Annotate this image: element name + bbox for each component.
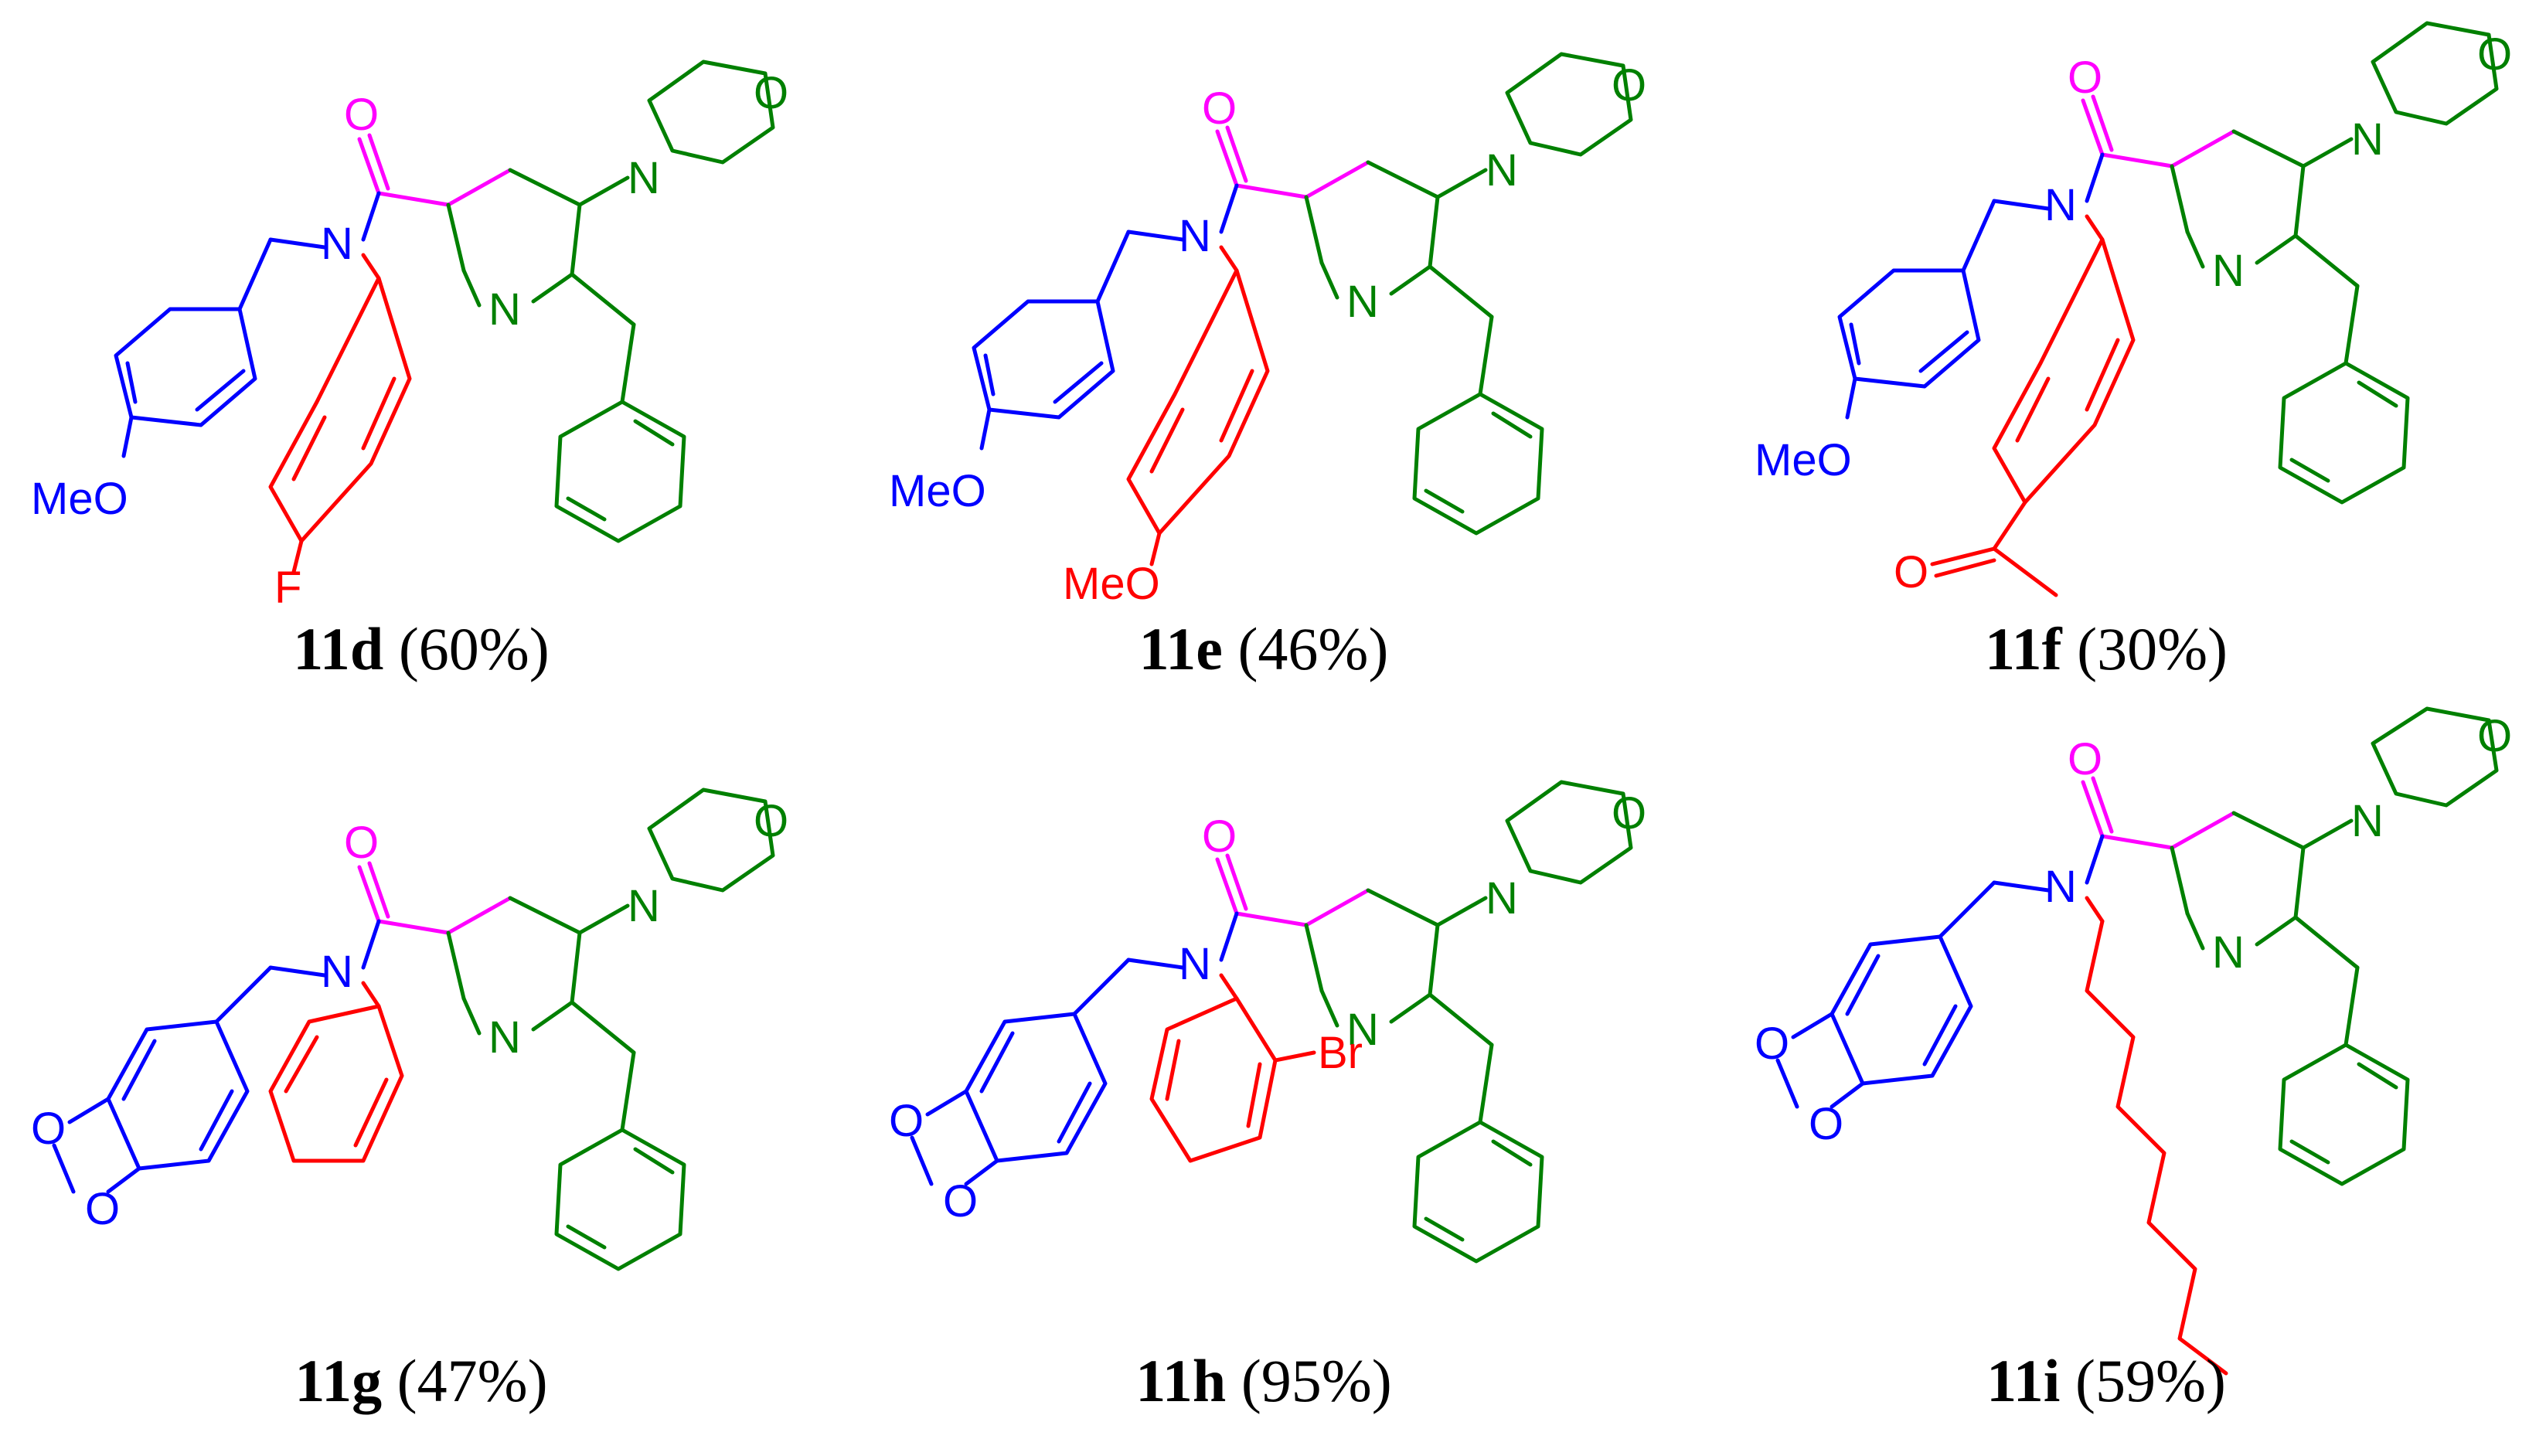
methoxy-label: MeO — [1755, 435, 1852, 485]
fluoro-label: F — [274, 563, 301, 613]
c-substituent — [268, 253, 412, 574]
compound-11e-structure: O N N O N MeO MeO — [889, 52, 1646, 609]
morpholine-oxygen-label: O — [754, 68, 788, 118]
morpholine-nitrogen-label: N — [1486, 145, 1518, 196]
carbonyl-group — [357, 133, 512, 207]
c-substituent — [1930, 214, 2136, 597]
pyridine-nitrogen-label: N — [1346, 1005, 1379, 1055]
compound-yield: (59%) — [2075, 1347, 2226, 1414]
compound-id: 11f — [1984, 615, 2062, 682]
dioxole-oxygen-label: O — [1809, 1099, 1843, 1149]
c-substituent — [1149, 973, 1316, 1163]
compound-caption: 11f (30%) — [1685, 614, 2527, 684]
c-substituent — [268, 981, 404, 1163]
morpholine-nitrogen-label: N — [1486, 873, 1518, 924]
dioxole-oxygen-label: O — [889, 1096, 924, 1146]
carbonyl-group — [2081, 776, 2236, 850]
compound-yield: (60%) — [398, 615, 550, 682]
bromo-label: Br — [1318, 1028, 1363, 1078]
n-substituent — [114, 191, 381, 458]
compound-id: 11e — [1139, 615, 1223, 682]
pyridine-ring — [1304, 780, 1633, 1264]
carbonyl-group — [1215, 853, 1370, 927]
pyridine-ring — [446, 788, 775, 1271]
lactam-nitrogen-label: N — [321, 947, 353, 997]
compound-caption: 11g (47%) — [0, 1346, 842, 1416]
pyridine-nitrogen-label: N — [2212, 927, 2245, 978]
n-substituent — [972, 183, 1239, 451]
n-substituent — [910, 911, 1239, 1186]
carbonyl-group — [1215, 125, 1370, 199]
morpholine-oxygen-label: O — [2477, 29, 2512, 80]
compound-11i-structure: O N N O N O O — [1755, 706, 2512, 1376]
morpholine-nitrogen-label: N — [628, 153, 660, 203]
compound-yield: (46%) — [1237, 615, 1389, 682]
lactam-nitrogen-label: N — [321, 219, 353, 269]
compound-11h-panel: O N N O N O O — [842, 728, 1685, 1456]
pyridine-nitrogen-label: N — [2212, 246, 2245, 296]
pyridine-nitrogen-label: N — [1346, 277, 1379, 327]
compound-caption: 11i (59%) — [1685, 1346, 2527, 1416]
lactam-nitrogen-label: N — [2044, 862, 2077, 912]
c-substituent — [2085, 896, 2228, 1376]
morpholine-oxygen-label: O — [754, 796, 788, 846]
morpholine-nitrogen-label: N — [628, 881, 660, 931]
n-substituent — [1775, 834, 2105, 1109]
pyridine-ring — [2170, 706, 2499, 1186]
morpholine-oxygen-label: O — [1612, 788, 1646, 839]
carbonyl-oxygen-label: O — [1202, 811, 1237, 862]
morpholine-nitrogen-label: N — [2351, 114, 2384, 165]
methoxy-label: MeO — [889, 466, 986, 516]
compound-yield: (30%) — [2077, 615, 2228, 682]
dioxole-oxygen-label: O — [1755, 1019, 1789, 1069]
carbonyl-oxygen-label: O — [2068, 734, 2102, 784]
carbonyl-oxygen-label: O — [344, 90, 379, 140]
compound-caption: 11d (60%) — [0, 614, 842, 684]
dioxole-oxygen-label: O — [85, 1184, 120, 1234]
carbonyl-oxygen-label: O — [1894, 547, 1928, 597]
compound-11g-panel: O N N O N O O — [0, 728, 842, 1456]
dioxole-oxygen-label: O — [943, 1176, 978, 1226]
pyridine-ring — [2170, 21, 2499, 505]
morpholine-nitrogen-label: N — [2351, 796, 2384, 846]
carbonyl-oxygen-label: O — [344, 818, 379, 868]
pyridine-nitrogen-label: N — [488, 284, 521, 335]
compound-yield: (95%) — [1241, 1347, 1392, 1414]
compound-11f-panel: O N N O N MeO — [1685, 0, 2527, 728]
compound-11e-panel: O N N O N MeO MeO — [842, 0, 1685, 728]
compound-caption: 11h (95%) — [842, 1346, 1685, 1416]
pyridine-nitrogen-label: N — [488, 1012, 521, 1063]
carbonyl-group — [357, 861, 512, 935]
compound-caption: 11e (46%) — [842, 614, 1685, 684]
pyridine-ring — [446, 60, 775, 543]
compound-11f-structure: O N N O N MeO — [1755, 21, 2512, 597]
dioxole-oxygen-label: O — [31, 1104, 66, 1154]
compound-11h-structure: O N N O N O O — [889, 780, 1646, 1264]
lactam-nitrogen-label: N — [2044, 180, 2077, 230]
carbonyl-oxygen-label: O — [1202, 83, 1237, 134]
carbonyl-oxygen-label: O — [2068, 53, 2102, 103]
compound-11i-panel: O N N O N O O 11i — [1685, 706, 2527, 1456]
c-substituent — [1126, 245, 1270, 566]
morpholine-oxygen-label: O — [1612, 60, 1646, 111]
compound-11d-structure: O N N O N MeO — [31, 60, 788, 613]
pyridine-ring — [1304, 52, 1633, 536]
compound-id: 11h — [1135, 1347, 1227, 1414]
methoxy-label: MeO — [1063, 559, 1160, 609]
n-substituent — [52, 919, 381, 1194]
methoxy-label: MeO — [31, 474, 128, 524]
lactam-nitrogen-label: N — [1179, 939, 1211, 989]
compound-11d-panel: O N N O N MeO — [0, 0, 842, 728]
compound-id: 11i — [1986, 1347, 2061, 1414]
carbonyl-group — [2081, 94, 2236, 168]
compound-id: 11d — [293, 615, 384, 682]
compound-11g-structure: O N N O N O O — [31, 788, 788, 1271]
morpholine-oxygen-label: O — [2477, 711, 2512, 761]
compound-id: 11g — [294, 1347, 383, 1414]
compound-yield: (47%) — [397, 1347, 548, 1414]
n-substituent — [1837, 152, 2105, 420]
lactam-nitrogen-label: N — [1179, 211, 1211, 261]
